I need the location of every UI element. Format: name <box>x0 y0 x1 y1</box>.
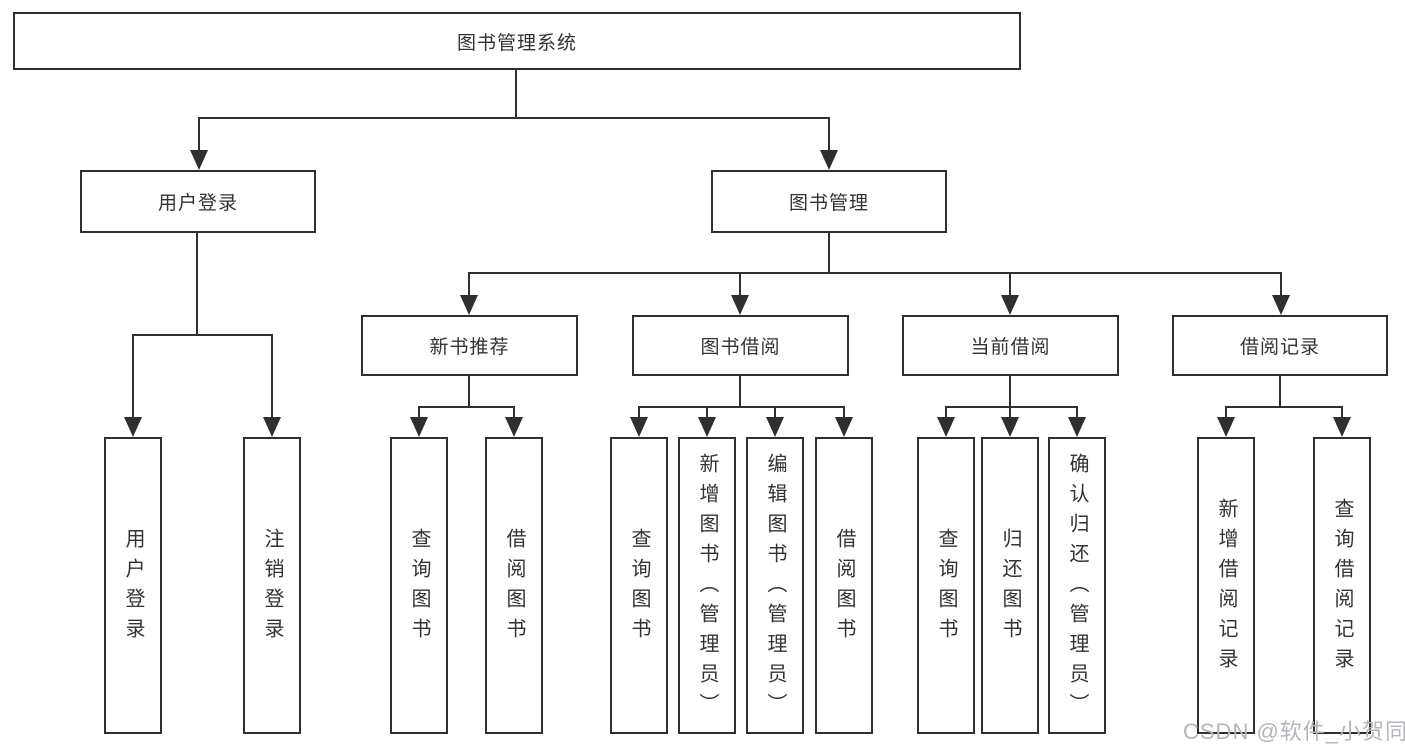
node-label: 查询图书 <box>628 527 650 648</box>
arrow-down-icon <box>505 417 523 437</box>
arrow-down-icon <box>698 417 716 437</box>
connector-line <box>828 232 830 274</box>
arrow-down-icon <box>820 150 838 170</box>
arrow-down-icon <box>190 150 208 170</box>
connector-line <box>196 232 198 336</box>
node-label: 图书管理系统 <box>456 32 577 54</box>
node-library-system-root: 图书管理系统 <box>13 12 1021 70</box>
node-label: 新增图书（管理员） <box>696 452 718 723</box>
connector-line <box>774 406 776 420</box>
arrow-down-icon <box>1001 417 1019 437</box>
leaf-query-books-borrowing: 查询图书 <box>610 437 668 734</box>
connector-line <box>468 375 470 408</box>
node-label: 图书管理 <box>788 193 869 214</box>
connector-line <box>843 406 845 420</box>
leaf-add-borrow-record: 新增借阅记录 <box>1197 437 1255 734</box>
connector-line <box>271 334 273 420</box>
leaf-borrow-books-recommend: 借阅图书 <box>485 437 543 734</box>
connector-line <box>418 406 515 408</box>
arrow-down-icon <box>835 417 853 437</box>
node-label: 用户登录 <box>122 527 144 648</box>
node-label: 查询图书 <box>408 527 430 648</box>
connector-line <box>739 375 741 408</box>
connector-line <box>515 69 517 118</box>
leaf-query-borrow-record: 查询借阅记录 <box>1313 437 1371 734</box>
leaf-add-book-admin: 新增图书（管理员） <box>678 437 736 734</box>
leaf-edit-book-admin: 编辑图书（管理员） <box>746 437 804 734</box>
node-borrowing-records: 借阅记录 <box>1172 315 1388 376</box>
arrow-down-icon <box>1068 417 1086 437</box>
connector-line <box>132 334 134 420</box>
node-book-management: 图书管理 <box>711 170 947 233</box>
node-label: 当前借阅 <box>970 337 1051 358</box>
node-label: 确认归还（管理员） <box>1066 452 1088 723</box>
connector-line <box>513 406 515 420</box>
node-new-book-recommend: 新书推荐 <box>361 315 578 376</box>
connector-line <box>1341 406 1343 420</box>
arrow-down-icon <box>1333 417 1351 437</box>
connector-line <box>1009 406 1011 420</box>
connector-line <box>945 406 947 420</box>
leaf-query-books-current: 查询图书 <box>917 437 975 734</box>
node-label: 编辑图书（管理员） <box>764 452 786 723</box>
node-label: 借阅图书 <box>503 527 525 648</box>
arrow-down-icon <box>263 417 281 437</box>
connector-line <box>1279 375 1281 408</box>
connector-line <box>1009 272 1011 298</box>
arrow-down-icon <box>410 417 428 437</box>
node-label: 新书推荐 <box>429 337 510 358</box>
connector-line <box>1225 406 1227 420</box>
connector-line <box>1225 406 1343 408</box>
leaf-logout: 注销登录 <box>243 437 301 734</box>
node-label: 查询图书 <box>935 527 957 648</box>
leaf-query-books-recommend: 查询图书 <box>390 437 448 734</box>
connector-line <box>1009 375 1011 408</box>
arrow-down-icon <box>1217 417 1235 437</box>
connector-line <box>1076 406 1078 420</box>
connector-line <box>198 117 200 153</box>
arrow-down-icon <box>766 417 784 437</box>
csdn-watermark: CSDN @软件_小贺同学 <box>1183 719 1405 744</box>
node-label: 注销登录 <box>261 527 283 648</box>
node-book-borrowing: 图书借阅 <box>632 315 849 376</box>
leaf-user-login: 用户登录 <box>104 437 162 734</box>
node-label: 新增借阅记录 <box>1215 497 1237 678</box>
leaf-confirm-return-admin: 确认归还（管理员） <box>1048 437 1106 734</box>
node-label: 借阅图书 <box>833 527 855 648</box>
node-label: 借阅记录 <box>1239 337 1320 358</box>
node-label: 查询借阅记录 <box>1331 497 1353 678</box>
connector-line <box>739 272 741 298</box>
connector-line <box>468 272 470 298</box>
node-label: 用户登录 <box>157 193 238 214</box>
leaf-return-books: 归还图书 <box>981 437 1039 734</box>
leaf-borrow-books: 借阅图书 <box>815 437 873 734</box>
connector-line <box>1280 272 1282 298</box>
arrow-down-icon <box>937 417 955 437</box>
connector-line <box>132 334 273 336</box>
arrow-down-icon <box>124 417 142 437</box>
connector-line <box>468 272 1282 274</box>
connector-line <box>828 117 830 153</box>
connector-line <box>706 406 708 420</box>
node-label: 图书借阅 <box>700 337 781 358</box>
connector-line <box>418 406 420 420</box>
connector-line <box>638 406 845 408</box>
connector-line <box>198 117 830 119</box>
connector-line <box>945 406 1078 408</box>
arrow-down-icon <box>460 295 478 315</box>
arrow-down-icon <box>731 295 749 315</box>
connector-line <box>638 406 640 420</box>
arrow-down-icon <box>630 417 648 437</box>
node-current-borrowing: 当前借阅 <box>902 315 1119 376</box>
node-user-login: 用户登录 <box>80 170 316 233</box>
arrow-down-icon <box>1272 295 1290 315</box>
arrow-down-icon <box>1001 295 1019 315</box>
node-label: 归还图书 <box>999 527 1021 648</box>
